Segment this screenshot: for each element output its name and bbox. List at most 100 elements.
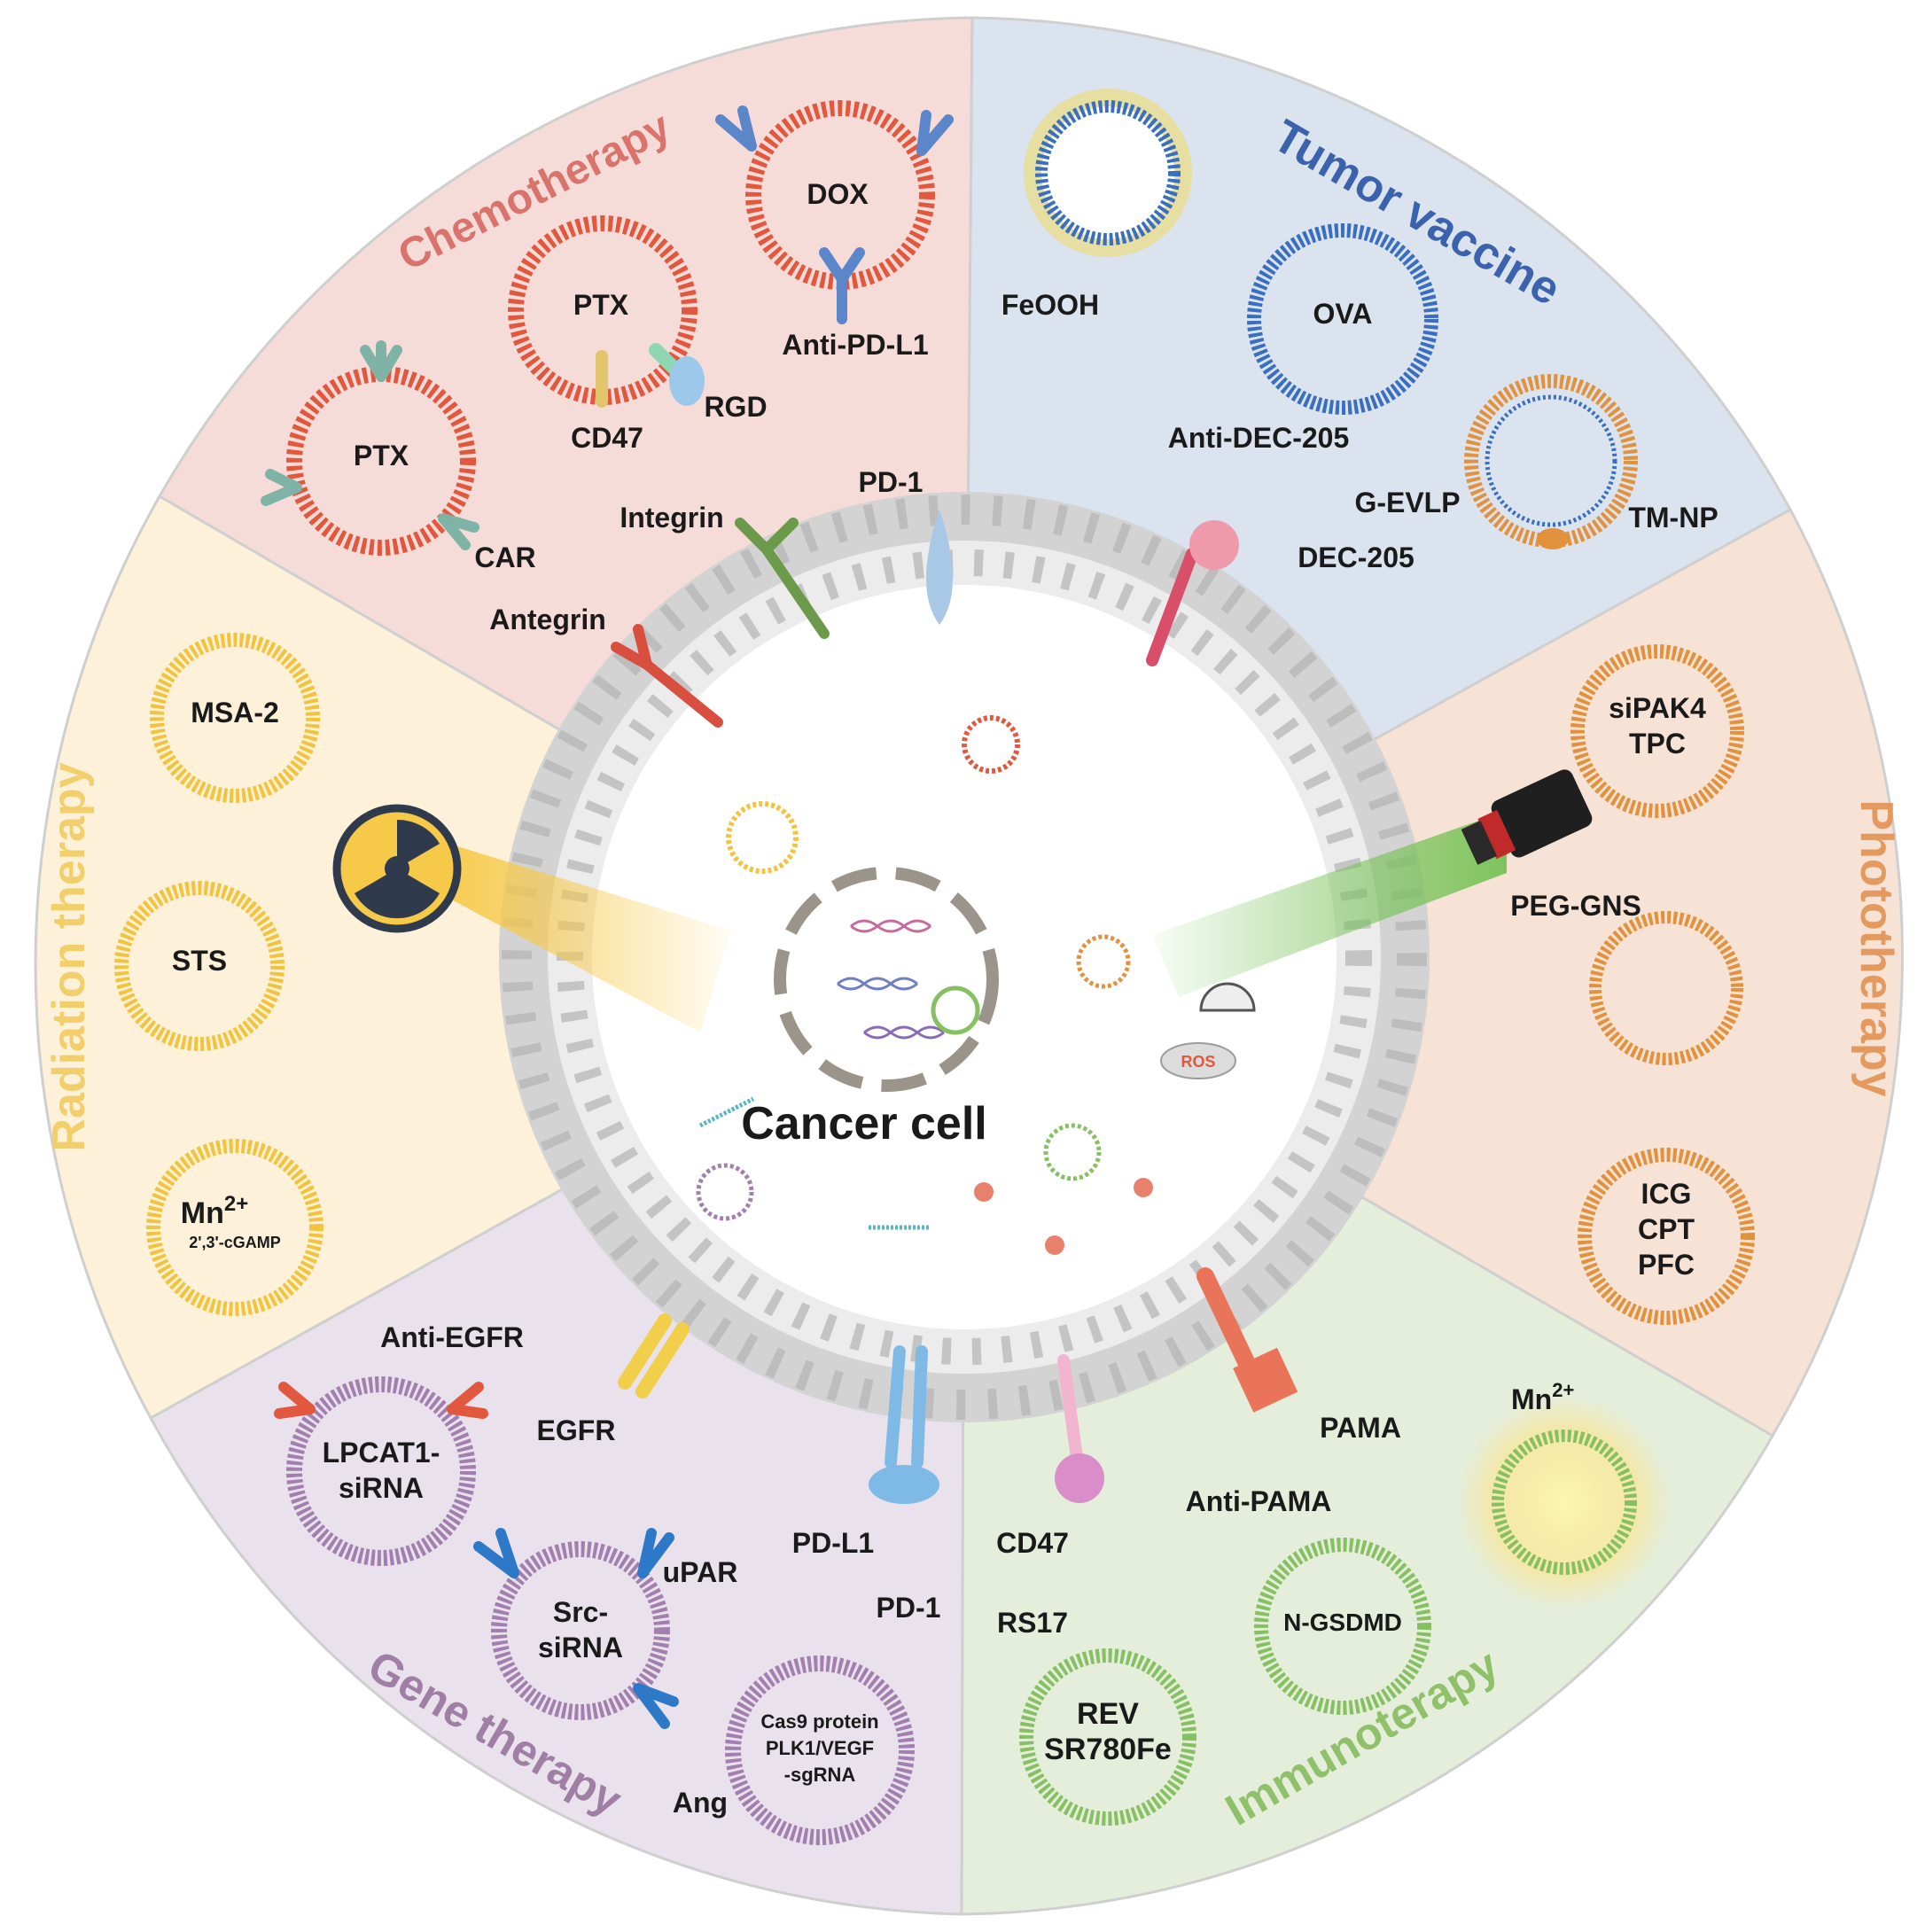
liposome-lpcat1 xyxy=(286,1376,476,1566)
upar-antibody-icon xyxy=(473,1528,519,1578)
pd1-receptor xyxy=(926,510,953,625)
antegrin-label: Antegrin xyxy=(489,604,606,635)
dec205-receptor xyxy=(1146,548,1198,666)
liposome-icg xyxy=(1578,1148,1755,1325)
liposome-msa2 xyxy=(150,633,320,803)
particle-icon xyxy=(1045,1235,1064,1255)
tpc-label: TPC xyxy=(1629,728,1686,760)
car-antibody-icon xyxy=(360,340,402,382)
dox-label: DOX xyxy=(807,178,869,210)
lpcat1-label: LPCAT1- xyxy=(323,1437,440,1468)
cytoplasm xyxy=(592,585,1337,1329)
cancer-cell-title: Cancer cell xyxy=(741,1098,987,1149)
liposome-ova xyxy=(1247,223,1438,415)
ang-label: Ang xyxy=(673,1787,728,1819)
liposome-icon xyxy=(931,985,980,1035)
cancer-cell: ROS Cancer cell xyxy=(499,492,1430,1422)
phototherapy-title: Phototherapy xyxy=(1851,799,1902,1096)
liposome-icon xyxy=(962,715,1020,774)
pd1-gene-label: PD-1 xyxy=(877,1592,941,1624)
sts-label: STS xyxy=(172,945,227,977)
g-evlp-label: G-EVLP xyxy=(1354,487,1460,518)
cpt-label: CPT xyxy=(1638,1213,1695,1245)
icg-label: ICG xyxy=(1641,1178,1692,1210)
liposome-icon xyxy=(1043,1123,1102,1181)
pd-l1-label: PD-L1 xyxy=(792,1527,874,1559)
mn-glow xyxy=(1458,1396,1671,1609)
cas9-label: Cas9 protein xyxy=(760,1710,878,1733)
liposome-n-gsdmd xyxy=(1254,1538,1431,1715)
light-beam xyxy=(1152,811,1507,997)
sr780fe-label: SR780Fe xyxy=(1044,1733,1172,1766)
liposome-rev xyxy=(1019,1648,1196,1826)
ptx-left-label: PTX xyxy=(354,440,409,471)
particle-icon xyxy=(974,1182,994,1202)
cd47-label: CD47 xyxy=(571,422,643,454)
sirna-icon xyxy=(698,1096,755,1128)
rgd-label: RGD xyxy=(704,391,767,423)
src-label: Src- xyxy=(553,1596,608,1628)
cd47-receptor xyxy=(1057,1354,1083,1464)
mn-label: Mn2+ xyxy=(1511,1379,1574,1415)
ptx-top-label: PTX xyxy=(573,289,629,321)
anti-egfr-antibody-icon xyxy=(447,1382,488,1419)
radiation-therapy-title: Radiation therapy xyxy=(43,762,95,1151)
rev-label: REV xyxy=(1077,1697,1139,1731)
dna-icon xyxy=(837,977,918,991)
sirna2-label: siRNA xyxy=(538,1632,623,1663)
anti-egfr-antibody-icon xyxy=(274,1382,316,1419)
pama-receptor-head xyxy=(1233,1347,1298,1413)
ova-label: OVA xyxy=(1313,298,1373,330)
cell-membrane-beads-outer xyxy=(502,495,1427,1420)
tm-np-inner-ring xyxy=(1485,394,1617,527)
liposome-mn xyxy=(1492,1430,1637,1575)
radiation-therapy-group: MSA-2 STS Mn2+ 2',3'-cGAMP Radiation the… xyxy=(43,633,323,1316)
laser-icon xyxy=(1461,769,1593,865)
particle-icon xyxy=(1134,1178,1153,1197)
upar-antibody-icon xyxy=(637,1528,674,1578)
liposome-peg-gns xyxy=(1589,911,1743,1065)
dna-icon xyxy=(850,919,931,933)
liposome-sipak4 xyxy=(1570,644,1744,818)
anti-dec205-label: Anti-DEC-205 xyxy=(1168,422,1349,454)
cd47-receptor-label: CD47 xyxy=(996,1527,1069,1559)
sirna1-label: siRNA xyxy=(339,1472,424,1504)
liposome-icon xyxy=(726,801,799,874)
sipak4-label: siPAK4 xyxy=(1609,692,1706,724)
upar-label: uPAR xyxy=(663,1556,738,1588)
liposome-icon xyxy=(1076,934,1131,989)
phototherapy-group: siPAK4 TPC PEG-GNS ICG CPT PFC Photother… xyxy=(1510,644,1902,1325)
liposome-feooh xyxy=(1035,100,1181,245)
cd47-receptor-head xyxy=(1055,1453,1104,1503)
gauge-icon xyxy=(1199,982,1256,1012)
pd1-label: PD-1 xyxy=(859,466,924,498)
feooh-label: FeOOH xyxy=(1001,289,1099,321)
msa2-label: MSA-2 xyxy=(191,697,279,728)
liposome-icon xyxy=(696,1163,754,1221)
pd-l1-receptor-head xyxy=(869,1465,939,1504)
integrin-label: Integrin xyxy=(620,502,723,534)
antibody-icon xyxy=(819,247,865,324)
rs17-label: RS17 xyxy=(997,1607,1068,1639)
nucleus xyxy=(774,867,999,1092)
radiation-icon xyxy=(332,804,462,933)
chemotherapy-receptors: Integrin PD-1 Antegrin xyxy=(489,466,953,728)
pfc-label: PFC xyxy=(1638,1249,1695,1281)
tm-np-label: TM-NP xyxy=(1628,502,1718,534)
egfr-receptor xyxy=(618,1313,690,1398)
antibody-icon xyxy=(715,105,757,152)
radiation-beam xyxy=(443,842,731,1032)
n-gsdmd-label: N-GSDMD xyxy=(1283,1609,1402,1636)
integrin-receptor xyxy=(735,518,830,639)
mn-radiation-label: Mn2+ xyxy=(181,1192,248,1230)
mitochondria-icon xyxy=(1160,1042,1236,1079)
plk1-label: PLK1/VEGF xyxy=(766,1737,874,1759)
anti-pama-label: Anti-PAMA xyxy=(1186,1485,1332,1517)
dna-icon xyxy=(863,1025,945,1040)
car-antibody-icon xyxy=(261,469,302,506)
anti-egfr-label: Anti-EGFR xyxy=(380,1321,524,1353)
car-antibody-icon xyxy=(438,513,479,550)
egfr-label: EGFR xyxy=(537,1414,616,1446)
